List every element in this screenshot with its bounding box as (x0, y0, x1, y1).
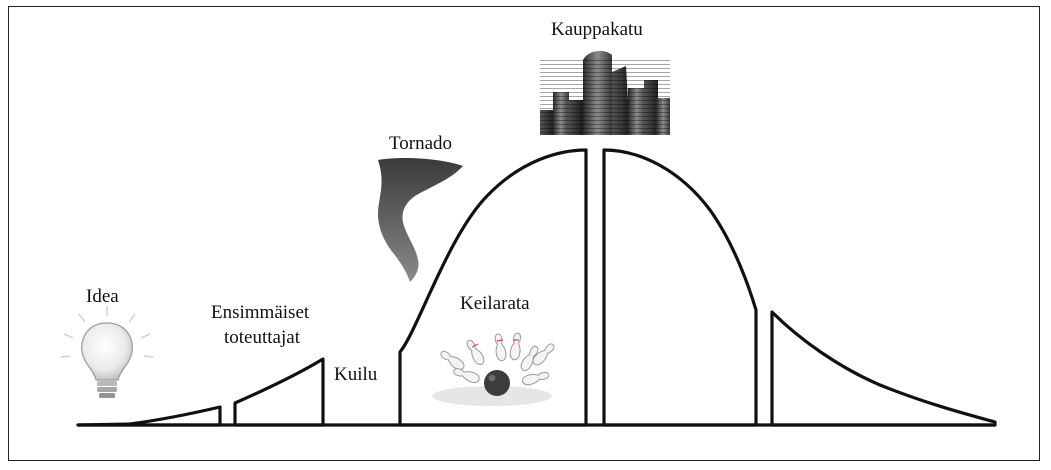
label-early-adopters-line2: toteuttajat (224, 327, 301, 348)
curve-segment-main-street (604, 150, 756, 425)
label-chasm: Kuilu (334, 364, 378, 385)
label-tornado: Tornado (389, 133, 452, 154)
adoption-curve (78, 150, 995, 425)
label-bowling-alley: Keilarata (460, 293, 530, 314)
label-early-adopters-line1: Ensimmäiset (211, 302, 310, 323)
curve-segment-innovators (78, 407, 220, 425)
skyscrapers-icon (540, 51, 670, 135)
lightbulb-icon (61, 306, 153, 398)
label-idea: Idea (86, 286, 119, 307)
curve-segment-early-adopters (235, 359, 323, 425)
curve-segment-late-majority (772, 312, 995, 425)
label-main-street: Kauppakatu (551, 19, 643, 40)
